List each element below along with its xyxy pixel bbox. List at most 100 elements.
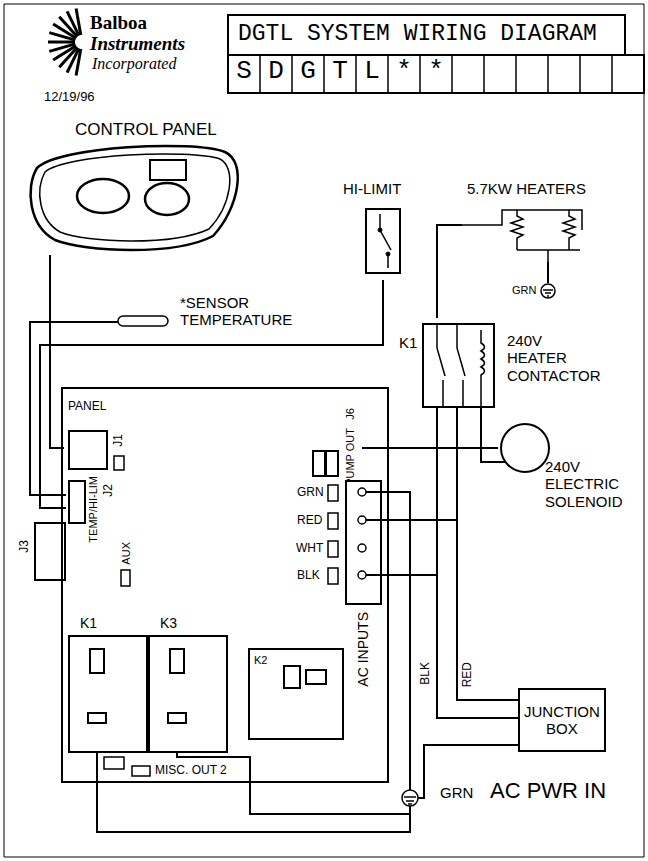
label-text: Incorporated [92, 55, 176, 73]
ac-input-terminal-block-symbol [366, 492, 388, 575]
ground-symbol [541, 284, 555, 298]
component-label: PANEL [68, 400, 106, 414]
component-outline [148, 635, 228, 753]
small-connector [114, 456, 124, 470]
electric-solenoid-symbol [501, 424, 549, 472]
label-text: BLK [419, 662, 431, 685]
relay-symbol [284, 666, 300, 688]
control-panel-symbol [40, 154, 230, 241]
wire-connector [30, 322, 118, 495]
part-number-character: T [324, 57, 356, 87]
component-label: K2 [254, 654, 267, 667]
relay-symbol [168, 713, 186, 723]
label-text: WHT [296, 542, 323, 556]
label-text: GRN [297, 486, 324, 500]
label-text: AUX [121, 542, 132, 565]
wire-connector [388, 408, 437, 575]
part-number-character: * [420, 57, 452, 87]
component-outline [312, 450, 326, 477]
component-label: J6 [345, 408, 356, 420]
aux-connector [121, 570, 130, 586]
ac-input-terminal-block-symbol [358, 488, 366, 496]
heater-contactor-symbol [437, 323, 445, 408]
label-text: Balboa [90, 12, 147, 34]
ground-symbol [547, 295, 549, 297]
ground-wire [388, 492, 410, 790]
logo-sunburst [48, 9, 81, 76]
component-label: K3 [160, 615, 177, 631]
heater-elements-symbol [511, 210, 523, 250]
temperature-sensor-symbol [118, 316, 168, 326]
heater-elements-symbol [462, 210, 517, 225]
label-text: GRN [440, 784, 473, 801]
label-text: Instruments [90, 33, 185, 55]
ground-symbol [402, 790, 418, 806]
heater-contactor: K1 240V HEATER CONTACTOR [395, 318, 599, 408]
black-wire [437, 575, 518, 718]
component-label: 240V ELECTRIC SOLENOID [545, 458, 637, 510]
ground-symbol [408, 803, 412, 805]
component-label: HI-LIMIT [343, 180, 401, 197]
part-number-character: S [228, 57, 260, 87]
label-text: RED [297, 514, 322, 528]
logo-sunburst [76, 49, 81, 76]
component-label: JUNCTION BOX [524, 703, 600, 738]
j3-connector [35, 523, 65, 580]
heater-contactor-symbol [481, 330, 485, 408]
component-outline [365, 208, 401, 274]
part-number-character: D [260, 57, 292, 87]
ground-symbol [543, 289, 553, 291]
label-text: J3 [18, 540, 30, 553]
pump-out-connector: J6PUMP OUT [308, 408, 362, 488]
component-label: 240V HEATER CONTACTOR [507, 332, 597, 384]
part-number-cells [515, 55, 517, 93]
label-text: RED [461, 662, 473, 687]
small-connector [104, 757, 124, 769]
red-wire [388, 519, 457, 521]
part-number-cells [355, 55, 357, 93]
junction-box: JUNCTION BOX [518, 688, 606, 752]
misc-out-connector [132, 766, 150, 776]
temperature-sensor: *SENSOR TEMPERATURE [118, 292, 318, 337]
wire-terminal [328, 513, 338, 529]
component-outline [68, 430, 108, 470]
part-number-character: G [292, 57, 324, 87]
relay-symbol [306, 670, 326, 684]
component-outline [345, 480, 382, 605]
component-label: K1 [399, 334, 417, 351]
control-panel: CONTROL PANEL [25, 120, 240, 255]
part-number-cells [547, 55, 549, 93]
logo-sunburst [49, 33, 75, 40]
part-number-cells [259, 55, 261, 93]
control-panel-symbol [31, 146, 238, 250]
heater-elements-symbol [517, 210, 582, 262]
component-label: *SENSOR TEMPERATURE [180, 294, 300, 329]
control-panel-symbol [145, 183, 189, 215]
ground-symbol [404, 796, 416, 798]
hi-limit-switch-symbol [380, 214, 391, 268]
part-number-cells [387, 55, 389, 93]
ground-symbol [545, 292, 551, 294]
ground-symbol [402, 790, 418, 806]
relay-symbol [68, 615, 150, 755]
ac-input-terminal-block-symbol [358, 516, 366, 524]
relay: K2 [248, 648, 344, 740]
label-text: 12/19/96 [44, 90, 95, 105]
component-label: 5.7KW HEATERS [467, 180, 586, 197]
component-outline [325, 450, 339, 477]
wire-connector [50, 255, 64, 448]
relay: K1 [68, 615, 150, 755]
part-number-cells [579, 55, 581, 93]
control-panel-symbol [25, 120, 240, 255]
heater-elements-symbol [517, 210, 575, 250]
label-text: MISC. OUT 2 [155, 764, 227, 778]
component-label: K1 [80, 615, 97, 631]
ac-input-terminal-block-symbol [358, 544, 366, 552]
component-label: CONTROL PANEL [75, 120, 217, 140]
wire-connector [437, 225, 462, 318]
label-text: GRN [512, 284, 536, 297]
wire-terminal [328, 485, 338, 501]
component-label: J1 [112, 434, 124, 447]
label-text: BLK [297, 569, 320, 583]
